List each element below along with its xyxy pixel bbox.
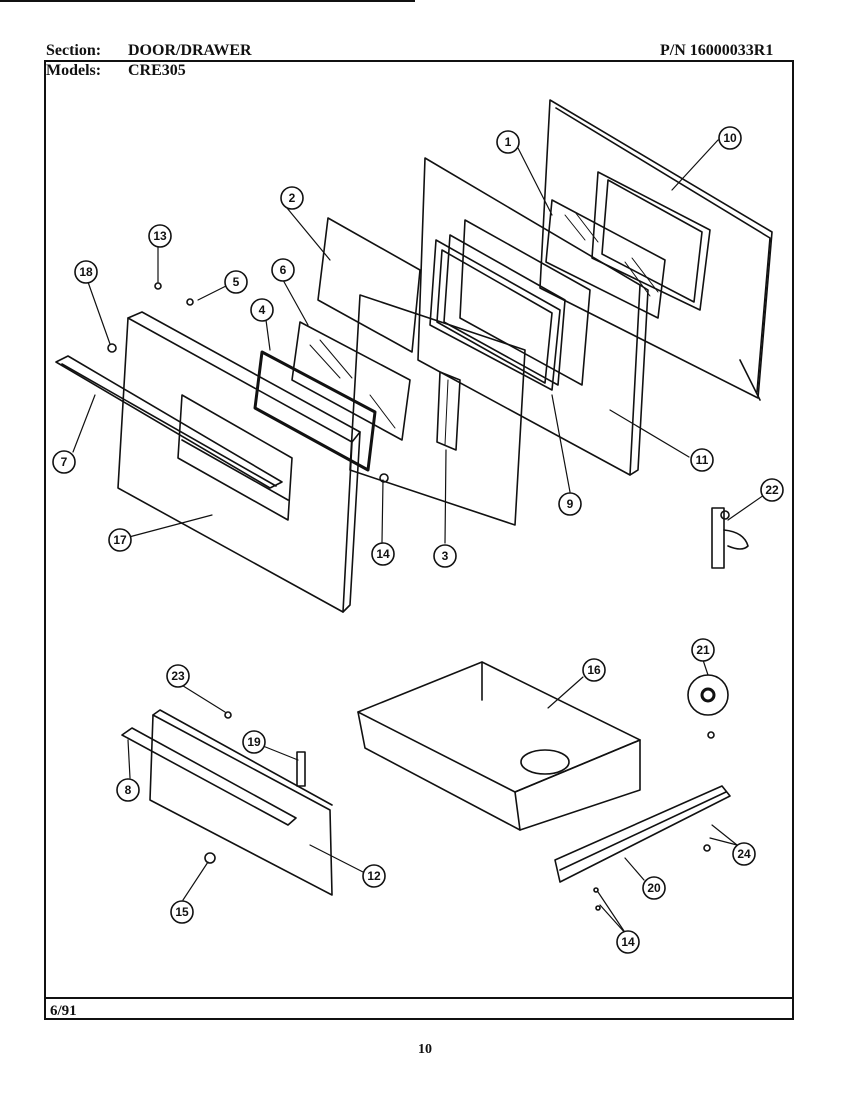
storage-drawer: [357, 661, 641, 831]
part-number: P/N 16000033R1: [660, 42, 774, 59]
door-insulation-sheet: [317, 217, 421, 353]
svg-text:2: 2: [289, 191, 296, 205]
svg-text:8: 8: [125, 783, 132, 797]
callout-21: 21: [691, 638, 715, 662]
callout-14b: 14: [616, 930, 640, 954]
svg-text:12: 12: [367, 869, 381, 883]
door-frame: [417, 157, 649, 476]
drawer-handle: [121, 727, 297, 826]
callout-6: 6: [271, 258, 295, 282]
callout-5: 5: [224, 270, 248, 294]
svg-text:15: 15: [175, 905, 189, 919]
svg-text:1: 1: [505, 135, 512, 149]
door-hinge: [711, 507, 749, 569]
svg-text:18: 18: [79, 265, 93, 279]
outer-door-panel: [117, 311, 361, 613]
callout-2: 2: [280, 186, 304, 210]
models-value: CRE305: [128, 62, 186, 79]
svg-text:9: 9: [567, 497, 574, 511]
window-pack: [443, 234, 566, 386]
svg-text:5: 5: [233, 275, 240, 289]
callout-10: 10: [718, 126, 742, 150]
svg-text:13: 13: [153, 229, 167, 243]
svg-text:17: 17: [113, 533, 127, 547]
svg-text:3: 3: [442, 549, 449, 563]
svg-text:10: 10: [723, 131, 737, 145]
svg-text:6: 6: [280, 263, 287, 277]
drawer-front-panel: [149, 709, 333, 896]
models-label: Models:: [46, 62, 102, 79]
svg-text:21: 21: [696, 643, 710, 657]
callout-7: 7: [52, 450, 76, 474]
callout-15: 15: [170, 900, 194, 924]
callout-4: 4: [250, 298, 274, 322]
footer-divider: [44, 997, 794, 999]
inner-door-liner: [539, 99, 773, 401]
footer-date: 6/91: [50, 1003, 77, 1019]
svg-text:4: 4: [259, 303, 266, 317]
drawer-fasteners: [204, 674, 729, 911]
inner-door-panel: [349, 294, 526, 526]
section-label: Section:: [46, 42, 102, 59]
outer-door-glass: [291, 321, 411, 441]
callout-23: 23: [166, 664, 190, 688]
callout-24: 24: [732, 842, 756, 866]
callout-19: 19: [242, 730, 266, 754]
callout-17: 17: [108, 528, 132, 552]
svg-text:11: 11: [696, 453, 709, 467]
callout-22: 22: [760, 478, 784, 502]
page-number: 10: [418, 1042, 432, 1057]
leader-lines: [72, 139, 765, 935]
svg-text:23: 23: [171, 669, 185, 683]
diagram-frame: [44, 60, 794, 1020]
svg-text:20: 20: [647, 881, 661, 895]
callout-12: 12: [362, 864, 386, 888]
door-handle: [55, 355, 283, 489]
callout-11: 11: [690, 448, 714, 472]
door-fasteners: [107, 282, 730, 520]
svg-text:22: 22: [765, 483, 779, 497]
callout-3: 3: [433, 544, 457, 568]
callout-labels: 1 2 3 4 5 6 7 8 9 10 11 12 13 14 14 15 1…: [52, 126, 784, 954]
inner-glass-panel: [545, 199, 666, 319]
callout-8: 8: [116, 778, 140, 802]
svg-text:14: 14: [621, 935, 635, 949]
svg-text:14: 14: [376, 547, 390, 561]
drawer-slide-rail: [554, 785, 731, 883]
callout-14a: 14: [371, 542, 395, 566]
svg-text:24: 24: [737, 847, 751, 861]
callout-1: 1: [496, 130, 520, 154]
svg-text:7: 7: [61, 455, 68, 469]
callout-20: 20: [642, 876, 666, 900]
callout-9: 9: [558, 492, 582, 516]
door-gasket: [253, 350, 377, 472]
section-value: DOOR/DRAWER: [128, 42, 252, 59]
callout-13: 13: [148, 224, 172, 248]
svg-text:16: 16: [587, 663, 601, 677]
svg-text:19: 19: [247, 735, 261, 749]
top-rule: [0, 0, 415, 2]
callout-18: 18: [74, 260, 98, 284]
callout-16: 16: [582, 658, 606, 682]
